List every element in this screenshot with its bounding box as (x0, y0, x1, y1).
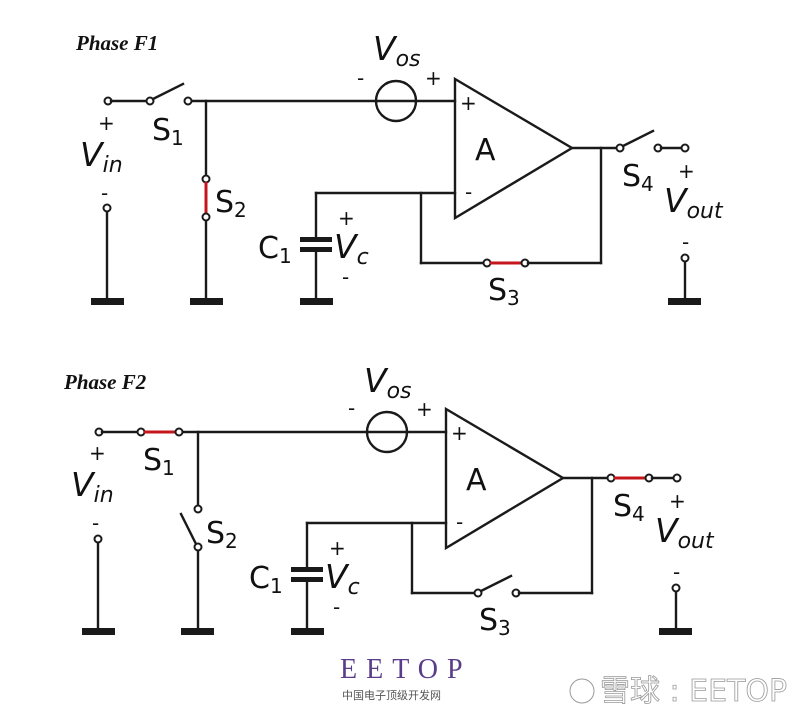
s4-label: S4 (613, 489, 645, 526)
switch-s4-open (615, 129, 690, 153)
vout-minus-terminal (671, 583, 681, 593)
vc-label: Vc (334, 227, 369, 270)
amp-label: A (466, 463, 487, 498)
c1-label: C1 (249, 561, 283, 598)
vout-minus-terminal (680, 253, 690, 263)
capacitor-plate (291, 577, 323, 582)
phase-title: Phase F1 (75, 31, 158, 55)
vc-label: Vc (325, 557, 360, 600)
amplifier-icon (444, 406, 566, 551)
ground-icon (82, 628, 115, 635)
amp-plus-sign: + (451, 421, 468, 445)
capacitor-plate (291, 567, 323, 572)
s2-label: S2 (206, 516, 238, 553)
vin-minus-terminal (102, 203, 112, 213)
vin-label: Vin (71, 465, 114, 508)
vin-minus-terminal (93, 534, 103, 544)
vos-label: Vos (373, 29, 421, 72)
vos-plus-sign: + (416, 397, 433, 421)
eetop-logo-subtitle: 中国电子顶级开发网 (342, 688, 441, 702)
switch-s2-open (179, 504, 203, 552)
capacitor-plate (300, 237, 332, 242)
vin-minus-sign: - (92, 511, 99, 535)
vc-minus-sign: - (333, 595, 340, 619)
vout-minus-sign: - (682, 230, 689, 254)
panel-phase-f2: Phase F2 + Vin - S1 S2 Vos - + (63, 361, 715, 640)
s3-label: S3 (488, 273, 520, 310)
s2-label: S2 (215, 185, 247, 222)
ground-icon (668, 298, 701, 305)
vc-plus-sign: + (338, 206, 355, 230)
vout-label: Vout (664, 181, 724, 224)
vos-plus-sign: + (425, 66, 442, 90)
ground-icon (190, 298, 223, 305)
switch-s1-open (145, 82, 193, 106)
s3-node-left (482, 258, 492, 268)
eetop-logo: EETOP (340, 654, 472, 685)
switch-s3-open (473, 574, 521, 598)
amp-label: A (475, 133, 496, 168)
snowball-watermark-icon (569, 678, 595, 704)
s4-node-left (606, 473, 616, 483)
vout-plus-sign: + (669, 489, 686, 513)
phase-title: Phase F2 (63, 370, 147, 394)
amp-minus-sign: - (456, 510, 463, 534)
ground-icon (91, 298, 124, 305)
amp-minus-sign: - (465, 180, 472, 204)
vout-minus-sign: - (673, 560, 680, 584)
c1-label: C1 (258, 231, 292, 268)
vin-label: Vin (80, 135, 123, 178)
vout-label: Vout (655, 511, 715, 554)
vc-plus-sign: + (329, 536, 346, 560)
ground-icon (181, 628, 214, 635)
s3-label: S3 (479, 603, 511, 640)
s1-node-left (136, 427, 146, 437)
vc-minus-sign: - (342, 265, 349, 289)
ground-icon (291, 628, 324, 635)
s1-label: S1 (152, 113, 184, 150)
amp-plus-sign: + (460, 91, 477, 115)
watermark-text: 雪球 : EETOP (600, 674, 787, 708)
vin-plus-sign: + (89, 441, 106, 465)
s1-label: S1 (143, 443, 175, 480)
vos-minus-sign: - (357, 66, 364, 90)
panel-phase-f1: Phase F1 + Vin - S1 S2 Vos - + (75, 29, 724, 310)
ground-icon (659, 628, 692, 635)
vos-minus-sign: - (348, 396, 355, 420)
ground-icon (300, 298, 333, 305)
vos-label: Vos (364, 361, 412, 404)
capacitor-plate (300, 247, 332, 252)
s2-node-bottom (201, 212, 211, 222)
vin-plus-sign: + (98, 111, 115, 135)
vout-plus-sign: + (678, 159, 695, 183)
s2-node-top (201, 174, 211, 184)
s4-label: S4 (622, 159, 654, 196)
s1-node-right (174, 427, 184, 437)
vout-plus-terminal (672, 473, 682, 483)
amplifier-icon (453, 76, 575, 221)
vin-minus-sign: - (101, 181, 108, 205)
